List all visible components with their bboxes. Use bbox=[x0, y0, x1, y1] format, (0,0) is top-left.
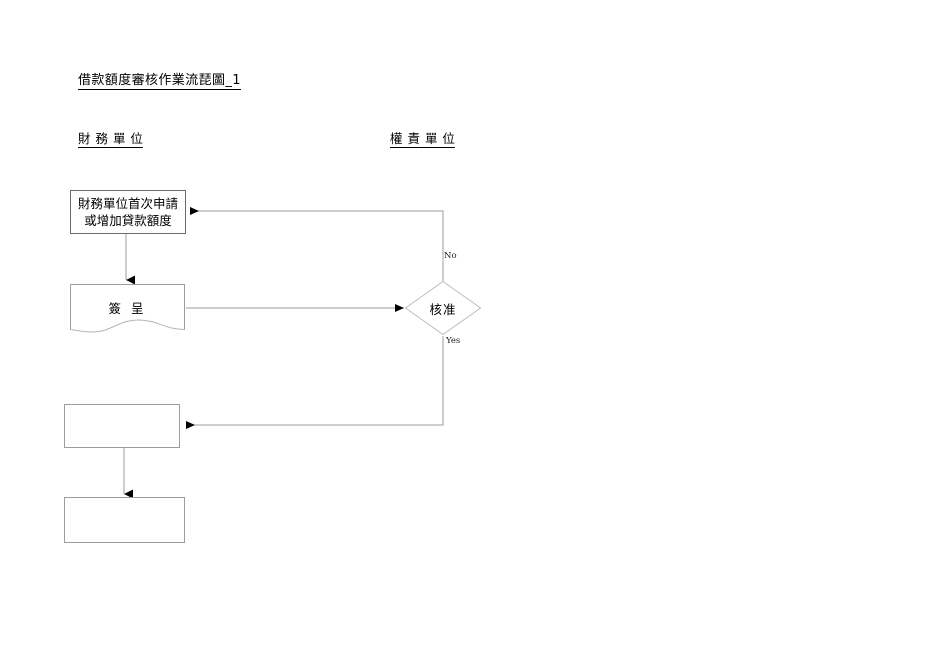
branch-label-yes: Yes bbox=[446, 336, 461, 346]
flow-node-blank-1[interactable] bbox=[64, 404, 180, 448]
edge-decision-no-to-request bbox=[190, 207, 444, 281]
column-header-finance-unit: 財 務 單 位 bbox=[78, 131, 144, 148]
flow-node-request-line2: 或增加貸款額度 bbox=[84, 213, 172, 228]
flow-node-decision-label: 核准 bbox=[429, 302, 457, 317]
column-header-authority-unit: 權 責 單 位 bbox=[390, 131, 456, 148]
flow-node-memo-label: 簽 呈 bbox=[108, 301, 147, 316]
edge-decision-yes-to-blank1 bbox=[186, 336, 444, 429]
document-shape-icon bbox=[70, 284, 185, 333]
flow-node-request[interactable]: 財務單位首次申請 或增加貸款額度 bbox=[70, 190, 186, 234]
branch-label-no: No bbox=[444, 251, 457, 261]
flow-node-request-line1: 財務單位首次申請 bbox=[77, 196, 178, 211]
flow-node-request-text: 財務單位首次申請 或增加貸款額度 bbox=[76, 195, 180, 229]
flow-node-blank-2[interactable] bbox=[64, 497, 185, 543]
diamond-shape-icon bbox=[404, 280, 482, 336]
flow-node-decision[interactable]: 核准 bbox=[404, 280, 482, 336]
flow-node-memo[interactable]: 簽 呈 bbox=[70, 284, 185, 336]
page-title: 借款額度審核作業流琵圖_1 bbox=[78, 73, 241, 90]
